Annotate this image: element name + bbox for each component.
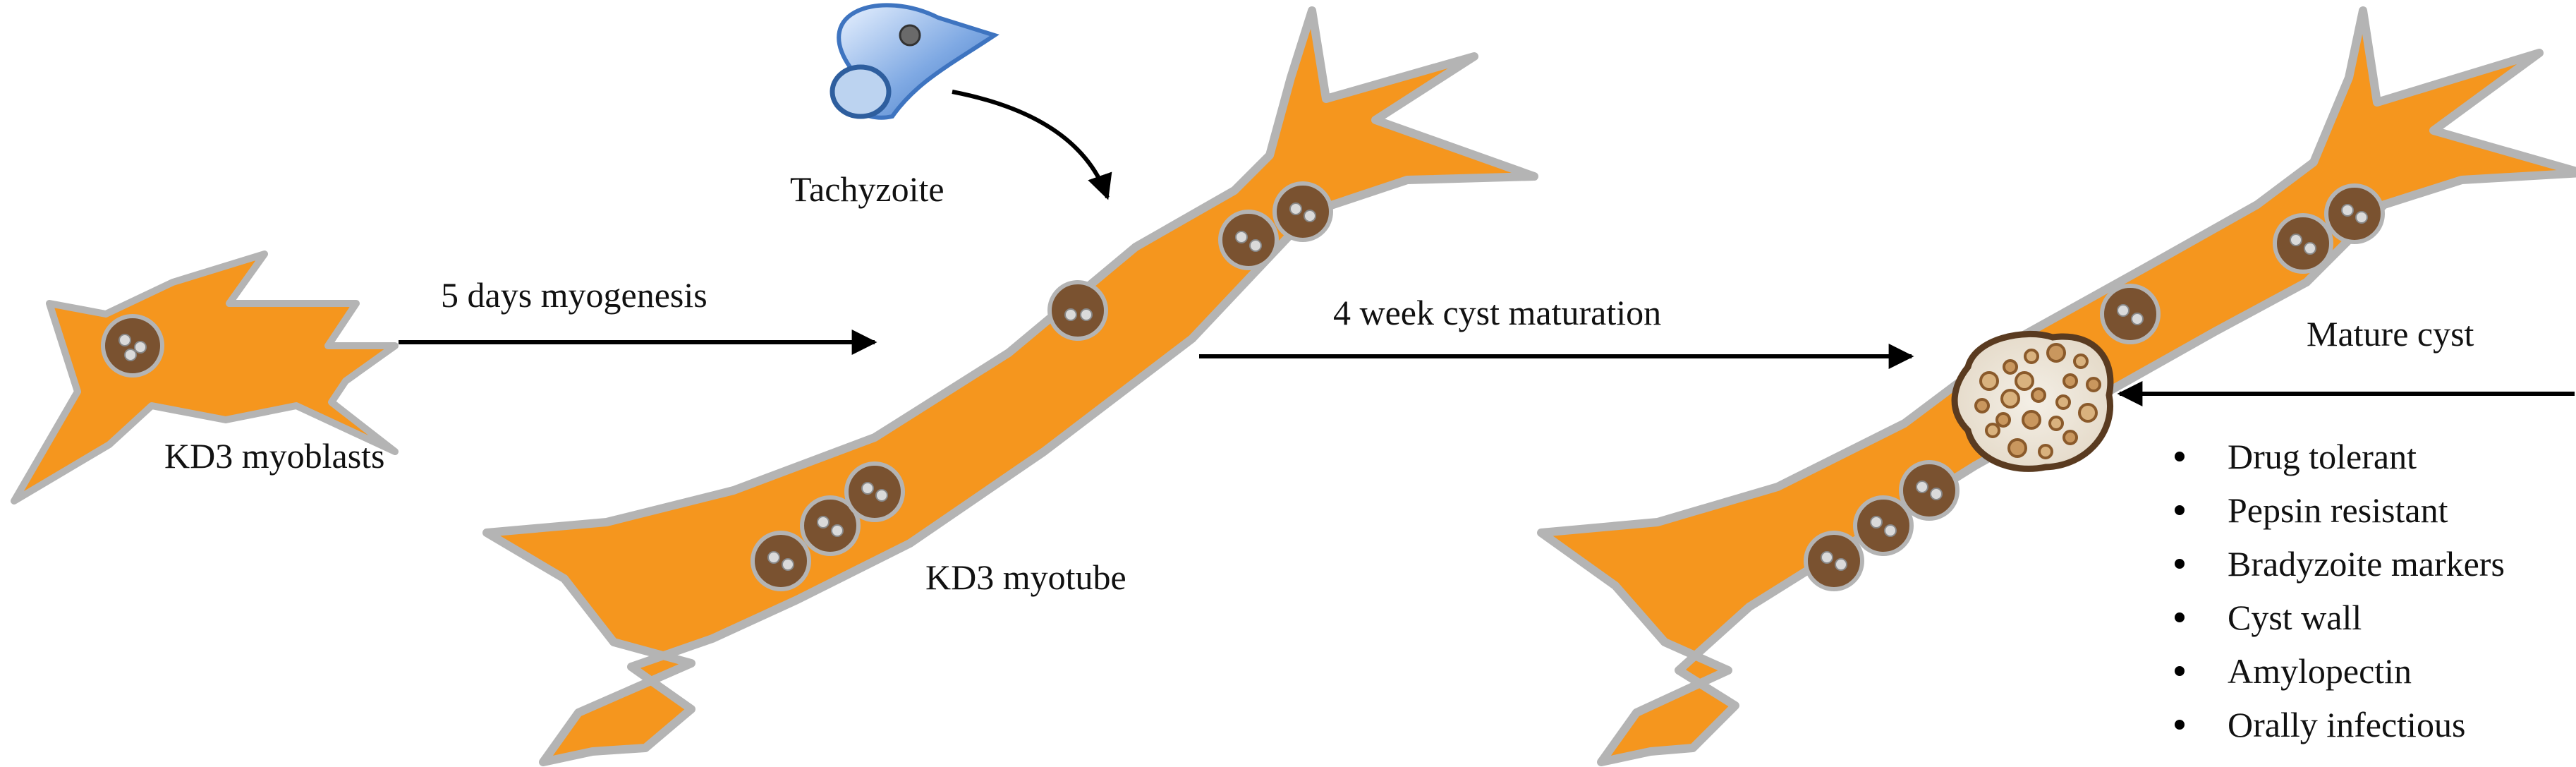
nucleus: [2100, 284, 2161, 344]
tachyzoite-label: Tachyzoite: [790, 169, 944, 209]
nucleus: [751, 531, 811, 591]
bradyzoite: [2073, 354, 2089, 369]
cyst-properties-list: Drug tolerant Pepsin resistant Bradyzoit…: [2175, 437, 2505, 744]
bradyzoite: [2007, 438, 2027, 458]
bradyzoite: [2024, 349, 2039, 364]
property-item: Orally infectious: [2175, 705, 2465, 744]
property-item: Pepsin resistant: [2175, 490, 2448, 530]
myotube-label: KD3 myotube: [925, 557, 1126, 597]
mature-cyst-label: Mature cyst: [2307, 314, 2474, 354]
cyst-maturation-label: 4 week cyst maturation: [1333, 293, 1661, 332]
bradyzoite: [1974, 398, 1990, 413]
nucleus: [1899, 460, 1960, 521]
nucleus: [2273, 213, 2333, 274]
myoblasts-label: KD3 myoblasts: [164, 436, 385, 476]
bradyzoite: [2062, 373, 2078, 389]
tachyzoite-parasite-icon: [830, 3, 1000, 120]
property-item: Drug tolerant: [2175, 437, 2417, 476]
nucleus: [844, 461, 905, 522]
bradyzoite: [2062, 430, 2078, 445]
property-item: Amylopectin: [2175, 651, 2412, 691]
myogenesis-label: 5 days myogenesis: [441, 275, 707, 315]
bradyzoite: [2022, 410, 2041, 430]
nucleus: [1218, 210, 1279, 270]
infected-myotube-nuclei: [1804, 183, 2385, 591]
myotube-nuclei: [751, 181, 1333, 591]
property-text: Cyst wall: [2228, 598, 2362, 637]
property-text: Drug tolerant: [2228, 437, 2417, 476]
property-item: Cyst wall: [2175, 598, 2362, 637]
nucleus: [1853, 495, 1914, 556]
nucleus: [800, 495, 861, 556]
myotube-cell: [482, 6, 1538, 766]
bradyzoite: [2031, 387, 2046, 403]
bradyzoite: [1995, 412, 2011, 428]
nucleus: [1047, 280, 1108, 341]
property-item: Bradyzoite markers: [2175, 544, 2505, 584]
myoblast-cell: [11, 250, 399, 505]
tissue-cyst-icon: [1951, 330, 2114, 472]
property-text: Pepsin resistant: [2228, 490, 2448, 530]
property-text: Bradyzoite markers: [2228, 544, 2505, 584]
bradyzoite: [2038, 444, 2053, 459]
nucleus: [1272, 181, 1333, 242]
bradyzoite: [1985, 423, 2000, 438]
bradyzoite: [2015, 371, 2034, 391]
infection-arrow: [952, 90, 1112, 200]
bradyzoite: [2003, 359, 2018, 375]
bradyzoite: [2000, 389, 2020, 409]
property-text: Orally infectious: [2228, 705, 2465, 744]
nucleus: [2324, 183, 2385, 244]
bradyzoite: [2046, 343, 2066, 363]
bradyzoite: [2078, 403, 2098, 423]
bradyzoite: [1979, 371, 1999, 391]
nucleus: [1804, 531, 1864, 591]
bradyzoite: [2055, 394, 2071, 410]
property-text: Amylopectin: [2228, 651, 2412, 691]
myoblast-nucleus: [101, 314, 164, 378]
bradyzoite: [2086, 377, 2101, 392]
bradyzoite: [2048, 416, 2064, 431]
